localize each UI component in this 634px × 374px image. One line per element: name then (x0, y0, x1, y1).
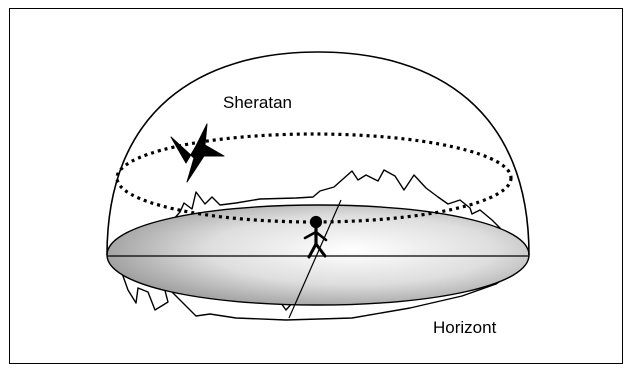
star-label: Sheratan (223, 93, 292, 112)
horizon-label: Horizont (433, 318, 497, 337)
meridian-line (288, 199, 342, 319)
star-path-circle (115, 132, 513, 224)
star-icon (170, 123, 225, 183)
person-icon (303, 215, 328, 259)
celestial-dome (106, 51, 530, 256)
